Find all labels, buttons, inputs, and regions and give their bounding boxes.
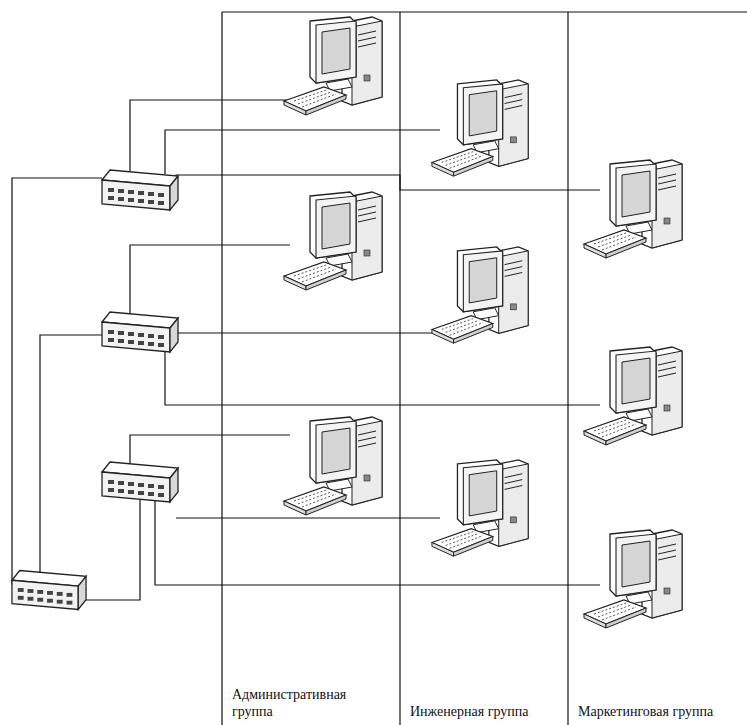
computer bbox=[284, 17, 382, 115]
group-borders bbox=[222, 12, 747, 725]
computer bbox=[584, 347, 682, 445]
group-label: Маркетинговая группа bbox=[576, 702, 720, 721]
computer bbox=[432, 460, 528, 556]
network-switch bbox=[102, 170, 178, 210]
computer bbox=[584, 530, 682, 628]
group-label: Административная группа bbox=[230, 685, 384, 721]
computer bbox=[284, 417, 382, 515]
group-band: Инженерная группа bbox=[402, 560, 568, 725]
computer bbox=[432, 247, 528, 343]
computer bbox=[284, 192, 382, 290]
group-label: Инженерная группа bbox=[408, 702, 532, 721]
network-wires bbox=[12, 100, 600, 600]
network-switch bbox=[102, 312, 178, 352]
computer bbox=[584, 160, 682, 258]
group-band: Маркетинговая группа bbox=[570, 560, 742, 725]
computer bbox=[432, 80, 528, 176]
group-band: Административная группа bbox=[224, 560, 400, 725]
network-switch bbox=[102, 462, 178, 502]
core-switch bbox=[12, 571, 86, 610]
